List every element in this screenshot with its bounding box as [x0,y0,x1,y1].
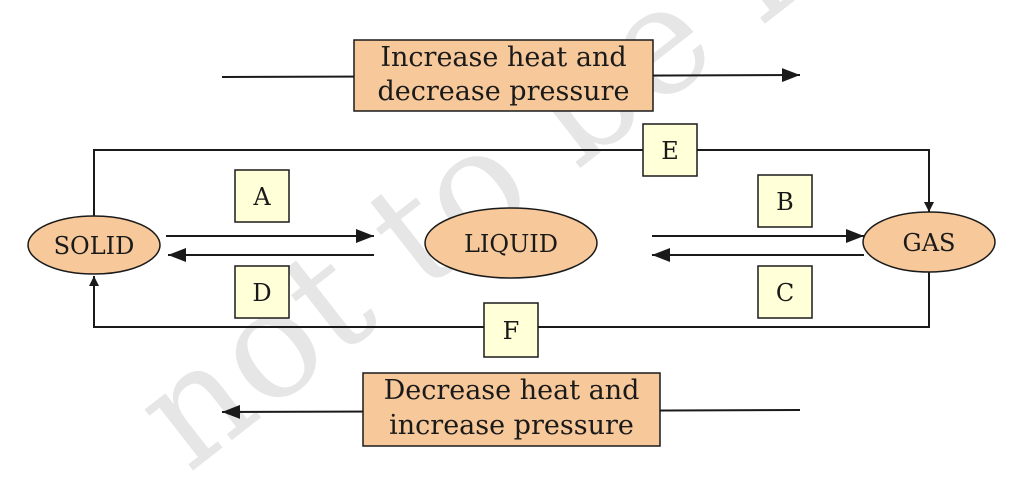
sublimation-path-e [93,149,934,224]
bottom-condition-line1: Decrease heat and [384,375,640,406]
solid-state-label: SOLID [54,232,135,260]
top-condition-box: Increase heat and decrease pressure [353,39,654,112]
bottom-condition-line2: increase pressure [389,410,634,441]
label-b: B [757,174,813,228]
label-e-text: E [661,137,679,165]
gas-state: GAS [862,211,996,273]
label-a: A [234,169,290,223]
bottom-condition-box: Decrease heat and increase pressure [362,372,661,447]
top-condition-line1: Increase heat and [380,42,626,73]
label-b-text: B [776,188,794,216]
label-d: D [234,265,290,319]
gas-state-label: GAS [903,229,956,257]
label-f-text: F [503,317,520,345]
liquid-state-label: LIQUID [464,230,558,258]
label-c-text: C [776,279,794,307]
solid-state: SOLID [27,215,161,275]
label-a-text: A [252,183,271,211]
liquid-state: LIQUID [424,207,598,279]
label-c: C [757,265,813,319]
top-condition-line2: decrease pressure [378,76,630,107]
label-f: F [483,302,539,358]
label-e: E [642,123,698,177]
label-d-text: D [252,279,271,307]
